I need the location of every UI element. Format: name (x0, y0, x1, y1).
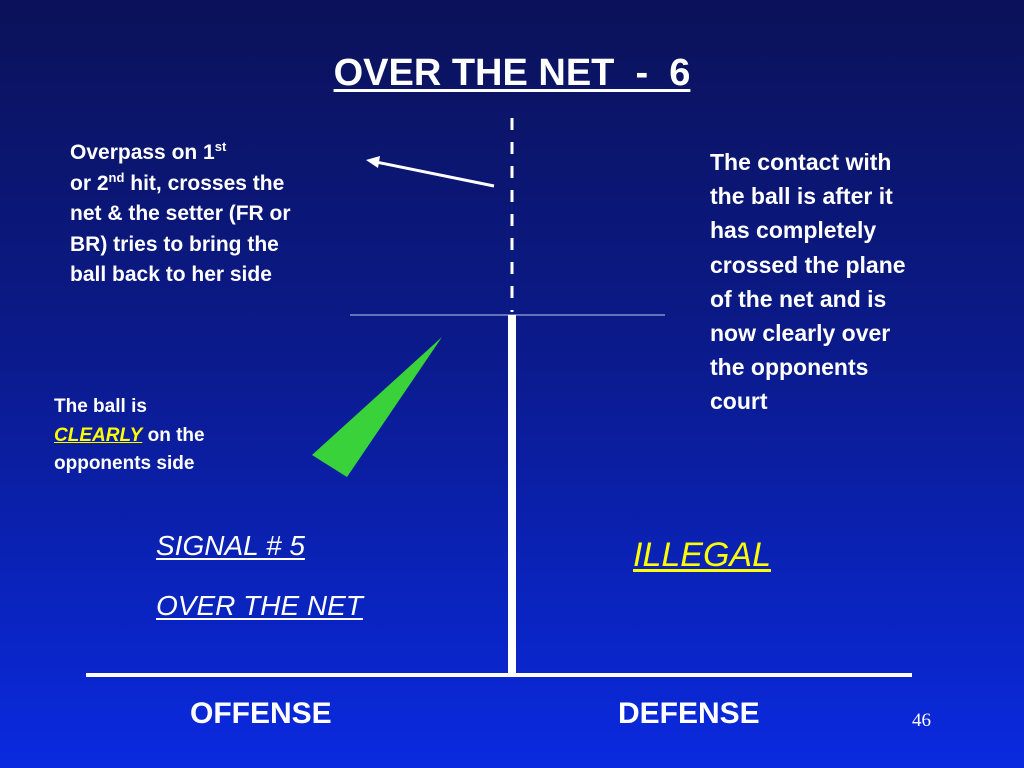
clearly-description: The ball is CLEARLY on the opponents sid… (54, 393, 234, 479)
offense-label: OFFENSE (190, 697, 332, 730)
slide-title: OVER THE NET - 6 (333, 52, 691, 94)
ball-direction-arrow (366, 156, 495, 188)
signal-name: OVER THE NET (156, 590, 363, 621)
signal-number: SIGNAL # 5 (156, 530, 305, 561)
overpass-description: Overpass on 1st or 2nd hit, crosses the … (70, 138, 300, 291)
clearly-text-after: on the opponents side (54, 424, 205, 475)
clearly-emphasis: CLEARLY (54, 424, 143, 446)
clearly-text-before: The ball is (54, 396, 147, 417)
defense-label: DEFENSE (618, 697, 760, 730)
page-number: 46 (912, 710, 931, 731)
overpass-text-1: Overpass on 1 (70, 141, 215, 164)
green-check-icon (312, 337, 442, 477)
overpass-text-rest: hit, crosses the net & the setter (FR or… (70, 171, 291, 287)
contact-description: The contact with the ball is after it ha… (710, 149, 906, 415)
verdict-label: ILLEGAL (633, 536, 771, 574)
ordinal-suffix-nd: nd (108, 169, 125, 185)
overpass-text-2: or 2 (70, 171, 109, 195)
ordinal-suffix-st: st (214, 139, 227, 154)
